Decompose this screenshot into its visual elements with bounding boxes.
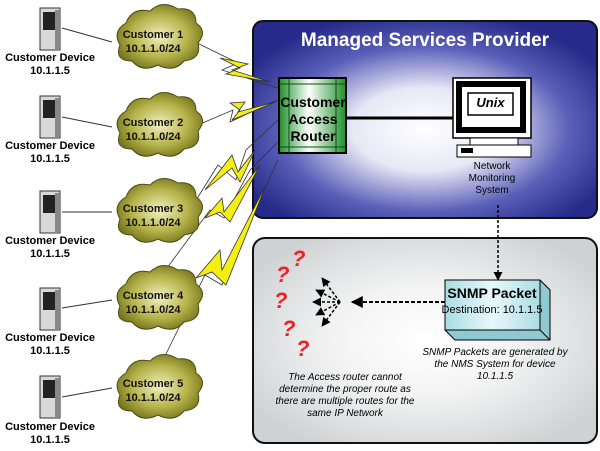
cloud-network: 10.1.1.0/24	[125, 43, 181, 55]
cloud-customer-4[interactable]: Customer 4 10.1.1.0/24	[108, 289, 198, 317]
device-tower-5[interactable]	[39, 375, 61, 419]
cloud-name: Customer 5	[122, 378, 184, 390]
nms-computer[interactable]	[452, 77, 532, 158]
cloud-name: Customer 1	[122, 29, 184, 41]
device-link-5	[61, 387, 113, 398]
device-name: Customer Device	[5, 235, 95, 247]
router-note: The Access router cannot determine the p…	[265, 372, 425, 420]
unix-screen-label: Unix	[476, 95, 505, 110]
device-link-2	[61, 116, 113, 128]
snmp-note-line-1: SNMP Packets are generated by	[422, 347, 568, 358]
cloud-shape-5	[116, 354, 203, 419]
router-label-line-3: Router	[290, 128, 336, 144]
router-label-line-2: Access	[288, 111, 338, 127]
cloud-customer-5[interactable]: Customer 5 10.1.1.0/24	[108, 377, 198, 405]
clouds	[116, 4, 203, 419]
devices	[39, 7, 61, 419]
question-mark-icon-3: ?	[274, 288, 288, 313]
device-name: Customer Device	[5, 140, 95, 152]
device-label-4: Customer Device 10.1.1.5	[0, 332, 105, 358]
bolt-5	[195, 184, 267, 286]
device-ip: 10.1.1.5	[30, 345, 70, 357]
question-mark-icon-2: ?	[276, 262, 290, 287]
device-name: Customer Device	[5, 52, 95, 64]
device-ip: 10.1.1.5	[30, 248, 70, 260]
cloud-shape-2	[116, 92, 203, 157]
snmp-packet-box[interactable]	[444, 279, 551, 341]
snmp-packet-destination: Destination: 10.1.1.5	[441, 304, 543, 316]
bolt-4	[204, 164, 261, 223]
msp-title: Managed Services Provider	[300, 30, 550, 51]
router-note-line-3: there are multiple routes for the	[275, 396, 415, 407]
device-ip: 10.1.1.5	[30, 153, 70, 165]
router-note-line-2: determine the proper route as	[279, 384, 411, 395]
nms-caption: Network Monitoring System	[447, 161, 537, 197]
device-name: Customer Device	[5, 332, 95, 344]
router-note-line-1: The Access router cannot	[288, 372, 402, 383]
router-note-line-4: same IP Network	[307, 408, 383, 419]
nms-caption-line-1: Network	[473, 161, 511, 172]
cloud-customer-2[interactable]: Customer 2 10.1.1.0/24	[108, 116, 198, 144]
bolt-2	[228, 101, 276, 121]
question-mark-icon-5: ?	[296, 336, 310, 361]
device-link-1	[61, 27, 113, 43]
device-tower-3[interactable]	[39, 190, 61, 234]
cloud-network: 10.1.1.0/24	[125, 304, 181, 316]
customer-access-router[interactable]	[278, 77, 347, 154]
router-label: Customer Access Router	[268, 94, 358, 145]
cloud-shape-1	[116, 4, 203, 69]
bolt-3	[204, 149, 256, 191]
cloud-network: 10.1.1.0/24	[125, 217, 181, 229]
cloud-customer-3[interactable]: Customer 3 10.1.1.0/24	[108, 202, 198, 230]
device-name: Customer Device	[5, 421, 95, 433]
snmp-note: SNMP Packets are generated by the NMS Sy…	[410, 347, 580, 383]
device-tower-4[interactable]	[39, 287, 61, 331]
nms-caption-line-2: Monitoring	[468, 173, 516, 184]
router-label-line-1: Customer	[280, 94, 346, 110]
bolt-1	[219, 57, 271, 83]
snmp-note-line-2: the NMS System for device	[434, 359, 556, 370]
device-ip: 10.1.1.5	[30, 434, 70, 446]
wan-link-3	[192, 119, 279, 206]
device-label-1: Customer Device 10.1.1.5	[0, 52, 105, 78]
question-mark-icon-1: ?	[292, 246, 306, 271]
cloud-shape-3	[116, 178, 203, 243]
multiple-routes-fan	[312, 277, 341, 327]
device-label-3: Customer Device 10.1.1.5	[0, 235, 105, 261]
nms-caption-line-3: System	[475, 185, 509, 196]
cloud-name: Customer 2	[122, 117, 184, 129]
wan-link-1	[192, 40, 279, 89]
cloud-shape-4	[116, 265, 203, 330]
device-ip: 10.1.1.5	[30, 65, 70, 77]
question-mark-icon-4: ?	[282, 316, 296, 341]
snmp-packet-title: SNMP Packet	[447, 285, 537, 301]
device-tower-2[interactable]	[39, 95, 61, 139]
cloud-network: 10.1.1.0/24	[125, 392, 181, 404]
snmp-note-line-3: 10.1.1.5	[476, 371, 514, 382]
device-label-5: Customer Device 10.1.1.5	[0, 421, 105, 447]
device-label-2: Customer Device 10.1.1.5	[0, 140, 105, 166]
device-tower-1[interactable]	[39, 7, 61, 51]
device-link-4	[61, 299, 113, 309]
cloud-customer-1[interactable]: Customer 1 10.1.1.0/24	[108, 28, 198, 56]
cloud-name: Customer 4	[122, 290, 184, 302]
cloud-network: 10.1.1.0/24	[125, 131, 181, 143]
cloud-name: Customer 3	[122, 203, 184, 215]
